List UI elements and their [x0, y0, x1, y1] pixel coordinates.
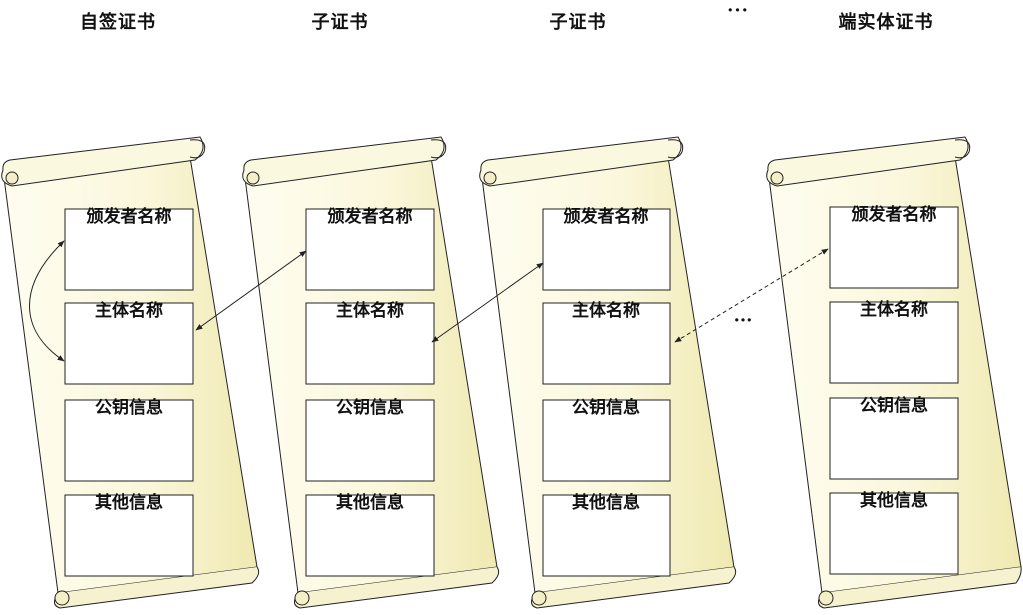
field-box-other — [542, 494, 671, 577]
field-label-other: 其他信息 — [95, 492, 163, 513]
ellipsis-top: ··· — [727, 0, 749, 21]
field-label-issuer: 颁发者名称 — [564, 206, 649, 227]
field-label-other: 其他信息 — [572, 492, 640, 513]
field-box-subject — [305, 302, 435, 385]
field-box-public-key — [64, 399, 194, 482]
field-box-subject — [542, 302, 671, 385]
field-box-other — [305, 494, 435, 577]
field-box-other — [829, 492, 959, 575]
field-label-subject: 主体名称 — [572, 300, 640, 321]
field-box-other — [64, 494, 194, 577]
field-box-public-key — [305, 399, 435, 482]
column-title-child-1: 子证书 — [311, 12, 369, 33]
field-label-issuer: 颁发者名称 — [87, 206, 172, 227]
link-arrow-3-4-dashed — [674, 248, 829, 343]
column-1-fields: 颁发者名称 主体名称 公钥信息 其他信息 — [64, 206, 194, 577]
field-label-subject: 主体名称 — [336, 300, 404, 321]
column-3-fields: 颁发者名称 主体名称 公钥信息 其他信息 — [542, 206, 671, 577]
link-arrow-2-3 — [431, 262, 544, 343]
field-label-public-key: 公钥信息 — [860, 395, 928, 416]
field-label-public-key: 公钥信息 — [336, 397, 404, 418]
column-4-fields: 颁发者名称 主体名称 公钥信息 其他信息 — [829, 204, 959, 575]
ellipsis-middle: ··· — [734, 310, 753, 331]
column-title-self-signed: 自签证书 — [80, 12, 156, 33]
field-label-public-key: 公钥信息 — [572, 397, 640, 418]
field-box-subject — [829, 301, 959, 384]
column-title-end-entity: 端实体证书 — [838, 12, 934, 33]
field-label-issuer: 颁发者名称 — [328, 206, 413, 227]
field-label-subject: 主体名称 — [95, 300, 163, 321]
field-label-other: 其他信息 — [336, 492, 404, 513]
field-box-issuer — [542, 208, 671, 291]
field-label-subject: 主体名称 — [860, 299, 928, 320]
column-2-fields: 颁发者名称 主体名称 公钥信息 其他信息 — [305, 206, 435, 577]
field-box-public-key — [542, 399, 671, 482]
field-label-issuer: 颁发者名称 — [852, 204, 937, 225]
field-box-public-key — [829, 397, 959, 480]
field-box-issuer — [64, 208, 194, 291]
field-box-subject — [64, 302, 194, 385]
field-label-other: 其他信息 — [860, 490, 928, 511]
field-label-public-key: 公钥信息 — [95, 397, 163, 418]
field-box-issuer — [305, 208, 435, 291]
column-title-child-2: 子证书 — [549, 12, 607, 33]
self-signed-arrow — [29, 240, 65, 362]
field-box-issuer — [829, 206, 959, 289]
link-arrow-1-2 — [195, 250, 307, 331]
